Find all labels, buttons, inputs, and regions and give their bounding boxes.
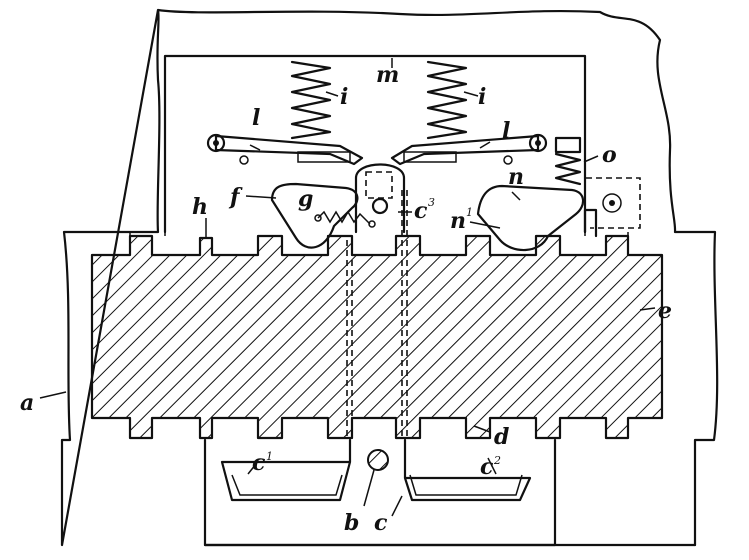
- lever-left-pin: [239, 155, 249, 165]
- pawl-n: [476, 184, 585, 252]
- leader-i-right: [463, 91, 479, 97]
- leader-n: [511, 191, 521, 201]
- label-b: b: [344, 510, 359, 536]
- lever-l-right: [390, 134, 540, 166]
- lever-right-pivot-dot: [535, 140, 541, 146]
- leader-d: [473, 425, 491, 433]
- leader-c2: [487, 457, 497, 475]
- leader-c1: [247, 463, 257, 475]
- lever-left-pivot: [206, 133, 226, 153]
- center-piece-c3: [354, 163, 406, 234]
- label-l-right: l: [502, 118, 510, 144]
- pawl-f: [270, 182, 359, 249]
- slide-e: [90, 234, 664, 440]
- housing-m: [163, 54, 587, 234]
- label-f: f: [228, 184, 243, 210]
- leader-i-left: [325, 91, 339, 97]
- label-h: h: [192, 194, 208, 220]
- label-n1-sup: 1: [466, 206, 473, 219]
- guide-c-inner-right: [409, 474, 523, 496]
- label-c3: c: [414, 198, 428, 224]
- label-i-left: i: [340, 84, 348, 110]
- label-i-right: i: [478, 84, 486, 110]
- leader-n1: [469, 221, 501, 229]
- spring-i-right: [426, 60, 468, 140]
- frame-outline: [60, 8, 719, 547]
- spring-g: [317, 210, 371, 225]
- bracket-pin-dot: [609, 200, 615, 206]
- spring-g-anchor: [314, 214, 322, 222]
- leader-o: [583, 155, 599, 163]
- leader-l-left: [249, 144, 261, 151]
- frame-teeth-top: [129, 232, 629, 236]
- spring-o: [554, 152, 582, 186]
- label-a: a: [20, 390, 34, 416]
- spring-seat-right: [403, 151, 457, 163]
- guide-c: [220, 438, 532, 502]
- label-g: g: [298, 186, 313, 212]
- lever-right-pivot: [528, 133, 548, 153]
- lever-l-left: [214, 134, 364, 166]
- spring-o-block: [554, 136, 582, 154]
- label-c: c: [374, 510, 388, 536]
- center-piece-dashed-box: [365, 171, 393, 199]
- label-c1: c: [252, 450, 266, 476]
- lever-right-pin: [503, 155, 513, 165]
- pin-b: [367, 449, 389, 471]
- lever-left-pivot-dot: [213, 140, 219, 146]
- label-c2: c: [480, 454, 494, 480]
- bracket-pin: [602, 193, 622, 213]
- label-c1-sup: 1: [266, 450, 273, 463]
- leader-c: [391, 495, 403, 517]
- label-d: d: [494, 424, 509, 450]
- leader-f: [245, 195, 277, 199]
- spring-g-end: [368, 220, 376, 228]
- label-c3-sup: 3: [428, 196, 435, 209]
- spring-seat-left: [297, 151, 351, 163]
- label-e: e: [658, 298, 672, 324]
- leader-e: [639, 307, 656, 311]
- label-n1: n: [450, 208, 466, 234]
- right-wall-step: [583, 208, 598, 238]
- label-o: o: [602, 142, 617, 168]
- guide-c-inner-left: [231, 474, 343, 496]
- leader-a: [39, 391, 67, 399]
- label-m: m: [376, 62, 399, 88]
- spring-i-left: [290, 60, 332, 140]
- label-n: n: [508, 164, 524, 190]
- center-piece-pin: [371, 197, 389, 215]
- leader-b: [363, 469, 375, 507]
- leader-l-right: [479, 141, 491, 149]
- label-l-left: l: [252, 105, 260, 131]
- label-c2-sup: 2: [493, 454, 501, 467]
